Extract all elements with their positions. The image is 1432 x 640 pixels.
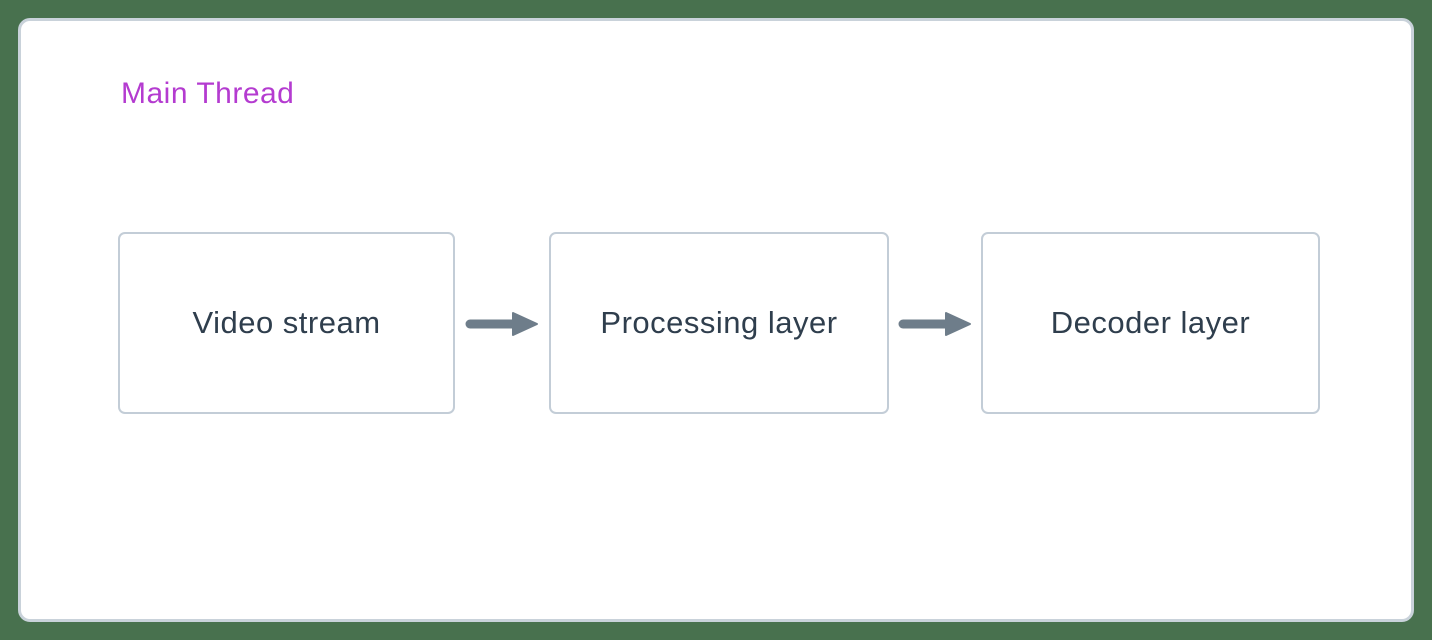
node-label: Decoder layer [1050, 305, 1251, 340]
node-decoder-layer: Decoder layer [981, 232, 1320, 414]
main-thread-panel: Main Thread Video stream Processing laye… [18, 18, 1414, 622]
node-processing-layer: Processing layer [549, 232, 889, 414]
node-label: Processing layer [600, 305, 838, 340]
node-label: Video stream [192, 305, 381, 340]
panel-title: Main Thread [121, 77, 295, 110]
arrow-right-icon [465, 310, 539, 338]
node-video-stream: Video stream [118, 232, 455, 414]
arrow-right-icon [898, 310, 972, 338]
